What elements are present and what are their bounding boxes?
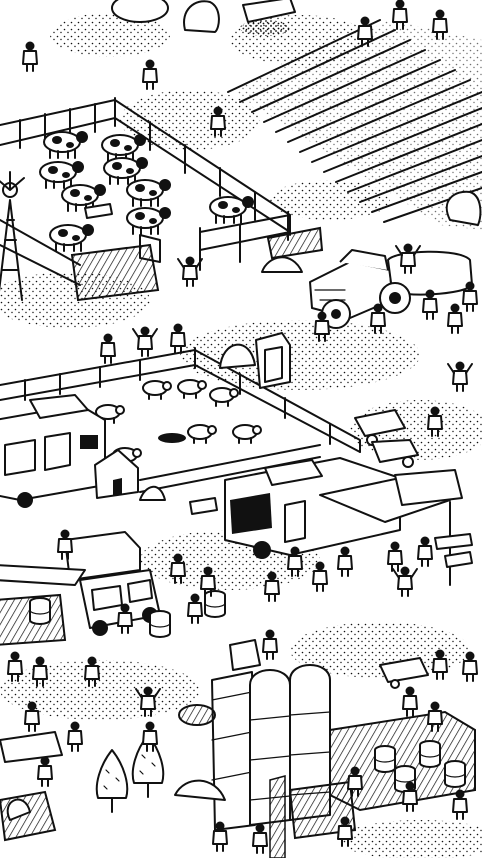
doghouse[interactable]: [94, 449, 139, 499]
shed[interactable]: [70, 243, 160, 302]
camper-with-awning[interactable]: [189, 457, 473, 586]
left-camper[interactable]: [0, 394, 166, 508]
cow-pen[interactable]: [0, 97, 324, 302]
direction-sign[interactable]: [434, 533, 473, 550]
market-truck[interactable]: [0, 531, 226, 646]
tractor-with-tank[interactable]: [309, 249, 473, 329]
feed-trough[interactable]: [84, 203, 113, 219]
top-trees[interactable]: [111, 0, 296, 36]
rock-pile[interactable]: [261, 256, 303, 273]
windmill[interactable]: [0, 171, 25, 301]
crop-field[interactable]: [227, 19, 482, 230]
haystack-middle[interactable]: [219, 343, 256, 369]
log-pile[interactable]: [266, 226, 324, 260]
silos-and-water-tower[interactable]: [174, 639, 357, 858]
bottom-left-trees[interactable]: [0, 731, 165, 842]
fallen-person[interactable]: [158, 433, 186, 443]
haystack[interactable]: [445, 190, 482, 226]
wheelbarrow-cart[interactable]: [354, 409, 419, 468]
storage-yard[interactable]: [329, 657, 476, 812]
